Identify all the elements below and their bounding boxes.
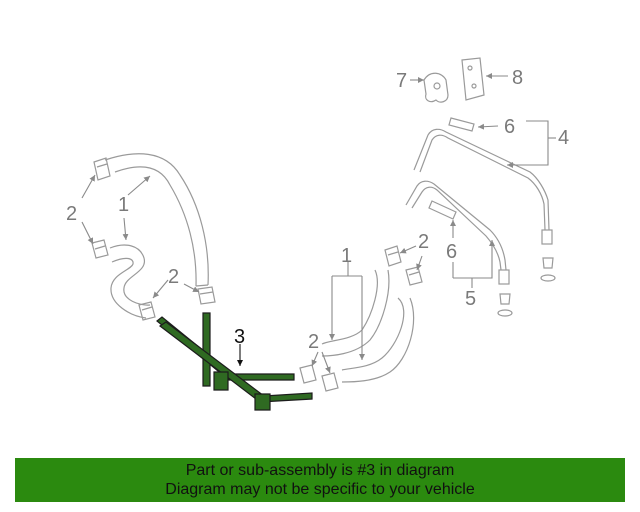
lower-pressure-line[interactable] [405,180,513,317]
right-clamp-upper[interactable] [384,245,402,267]
banner-line-1: Part or sub-assembly is #3 in diagram [185,462,455,479]
callout-6-lower: 6 [446,241,457,263]
callout-3: 3 [234,326,245,348]
callout-6-upper: 6 [504,116,515,138]
callout-5: 5 [465,288,476,310]
left-right-clamp[interactable] [197,286,216,305]
callout-7: 7 [396,70,407,92]
right-clamp-mid-1[interactable] [299,364,317,384]
sleeve-lower[interactable] [428,200,457,220]
clip-part-7[interactable] [423,72,449,103]
highlighted-part-3-pipe[interactable] [156,312,313,411]
callout-2-left-upper: 2 [66,203,77,225]
left-mid-clamp[interactable] [138,301,156,321]
left-upper-hose[interactable] [104,153,209,287]
banner-line-2: Diagram may not be specific to your vehi… [165,481,475,498]
leader-lines [81,73,556,374]
upper-pressure-line[interactable] [413,128,556,282]
bracket-part-8[interactable] [461,57,485,101]
callout-2-left-lower: 2 [168,266,179,288]
callout-1-right: 1 [341,245,352,267]
left-lower-hose[interactable] [109,244,151,319]
callout-2-right-lower: 2 [308,331,319,353]
right-hose-b[interactable] [341,297,415,383]
callout-1-left: 1 [118,194,129,216]
callout-4: 4 [558,127,569,149]
callout-2-right-upper: 2 [418,231,429,253]
right-clamp-mid-2[interactable] [321,372,339,392]
sleeve-upper[interactable] [448,117,475,132]
left-upper-clamp[interactable] [93,157,111,181]
right-clamp-lower[interactable] [405,266,423,286]
left-lower-clamp[interactable] [91,239,109,259]
callout-8: 8 [512,67,523,89]
info-banner: Part or sub-assembly is #3 in diagram Di… [15,458,625,502]
